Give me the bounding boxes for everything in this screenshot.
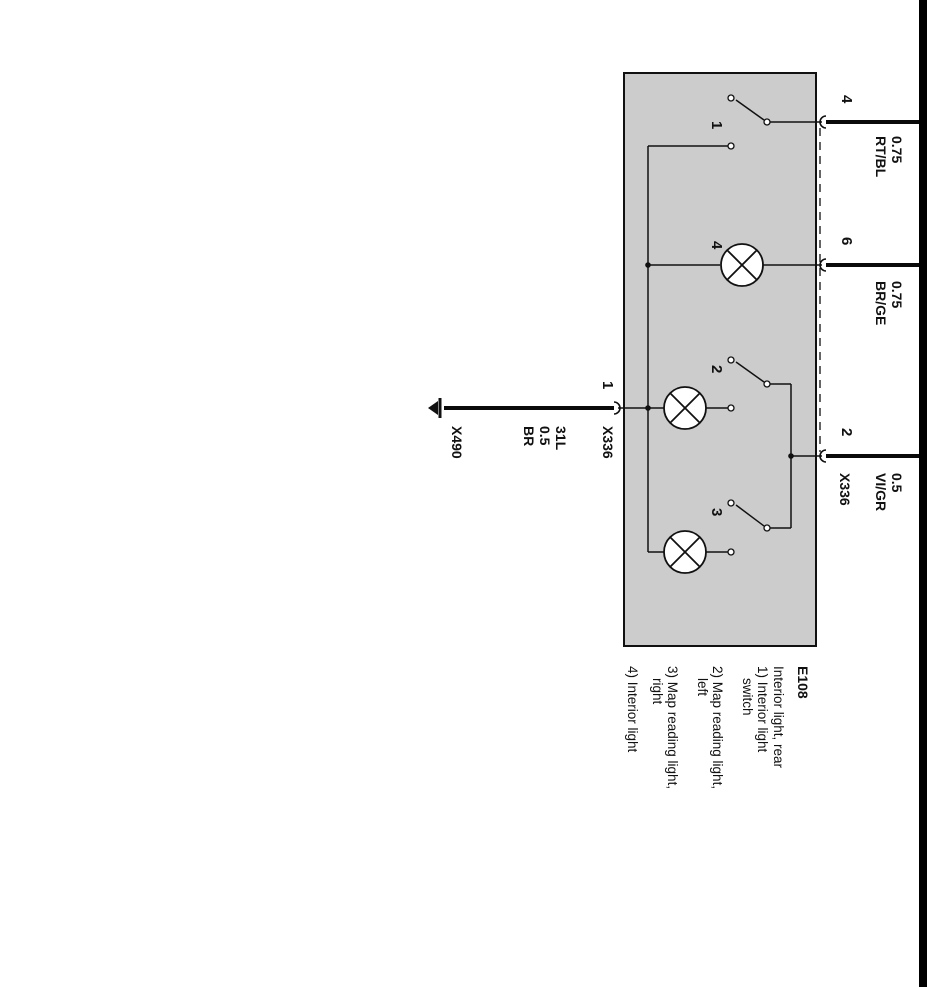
- wire-size-4: 0.75: [889, 136, 905, 163]
- lamp-4: [645, 243, 822, 287]
- pin-label-2: 2: [838, 428, 855, 436]
- page-border-right: [919, 0, 927, 987]
- internal-label-4: 4: [708, 241, 725, 250]
- internal-label-3: 3: [708, 508, 725, 516]
- connector-pin-4: [819, 115, 919, 129]
- right-connector-id: X336: [837, 473, 853, 506]
- svg-text:1) Interior light: 1) Interior light: [755, 666, 770, 753]
- connector-pin-6: [819, 258, 919, 272]
- switch-2: [727, 356, 791, 388]
- pin-label-4: 4: [838, 95, 855, 104]
- connector-pin-1: [444, 401, 621, 415]
- svg-text:switch: switch: [740, 678, 755, 716]
- wire-color-6: BR/GE: [873, 281, 889, 325]
- svg-text:4) Interior light: 4) Interior light: [625, 666, 640, 753]
- internal-label-1: 1: [708, 121, 725, 129]
- switch-3: [727, 499, 791, 532]
- internal-label-2: 2: [708, 365, 725, 373]
- junction-dot: [788, 453, 794, 459]
- left-connector-id: X336: [600, 426, 616, 459]
- component-id: E108: [795, 666, 811, 699]
- component-description: Interior light, rear 1) Interior light s…: [625, 666, 786, 789]
- connector-pin-2: [819, 449, 919, 463]
- svg-text:2) Map reading light,: 2) Map reading light,: [710, 666, 725, 789]
- left-pin-label-1: 1: [599, 381, 616, 389]
- ground-symbol: [428, 398, 442, 418]
- svg-text:left: left: [695, 678, 710, 696]
- left-wire-size: 0.5: [537, 426, 553, 446]
- switch-1: [648, 94, 822, 150]
- left-wire-color: BR: [521, 426, 537, 446]
- left-terminal: 31L: [553, 426, 569, 451]
- svg-text:right: right: [650, 678, 665, 705]
- svg-text:Interior light, rear: Interior light, rear: [771, 666, 786, 769]
- wire-color-2: VI/GR: [873, 473, 889, 511]
- pin-label-6: 6: [838, 237, 855, 245]
- ground-id: X490: [449, 426, 465, 459]
- lamp-2: [618, 386, 735, 430]
- wire-size-6: 0.75: [889, 281, 905, 308]
- svg-text:3) Map reading light,: 3) Map reading light,: [665, 666, 680, 789]
- lamp-3: [648, 530, 735, 574]
- wire-size-2: 0.5: [889, 473, 905, 493]
- wire-color-4: RT/BL: [873, 136, 889, 178]
- component-housing: [623, 72, 817, 647]
